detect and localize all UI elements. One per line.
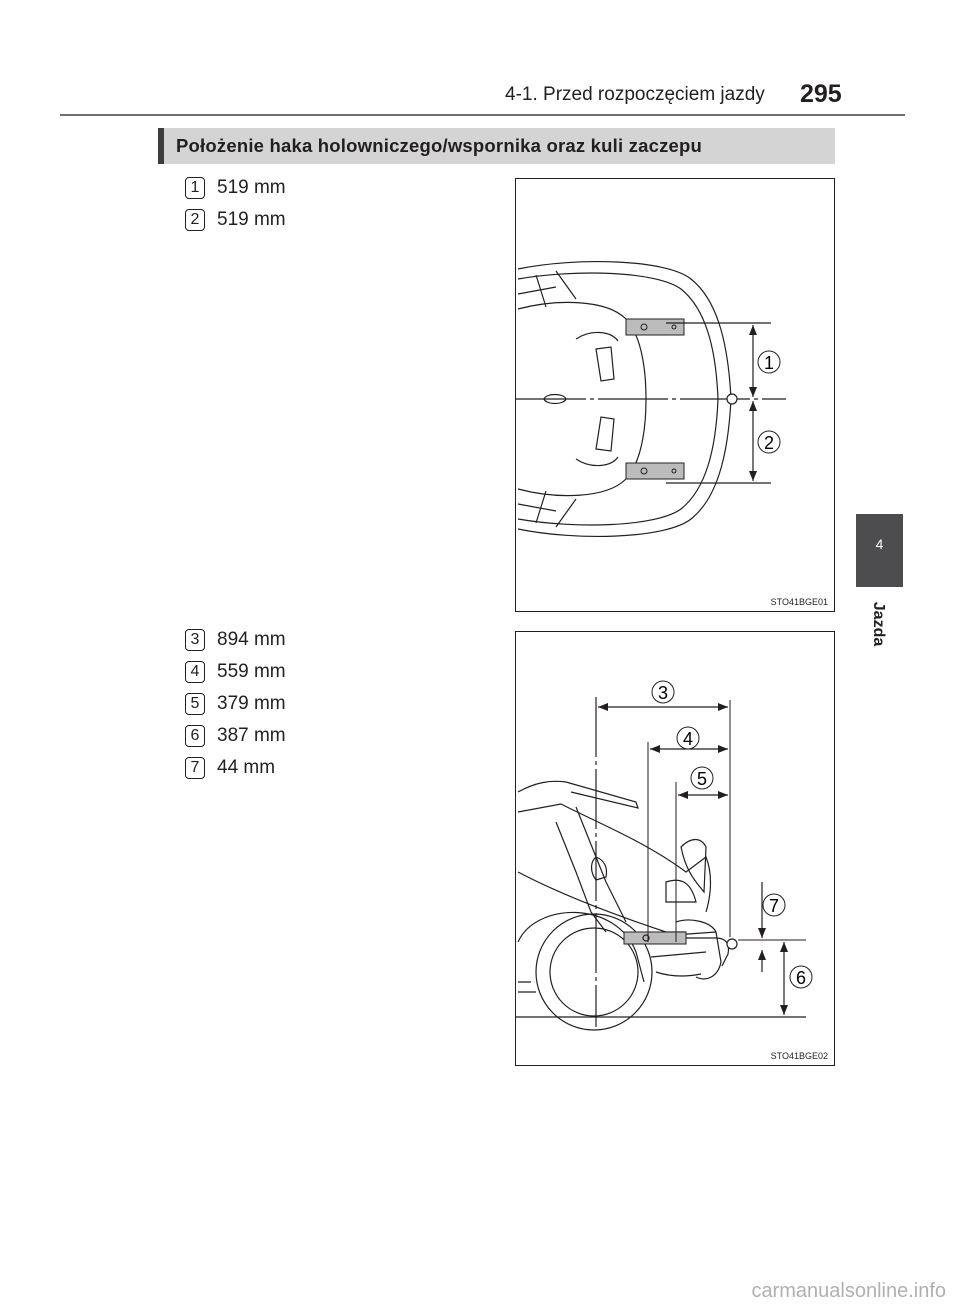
section-heading: Położenie haka holowniczego/wspornika or… <box>158 128 835 164</box>
header-divider <box>60 114 905 116</box>
callout-label: 6 <box>796 968 806 988</box>
car-top-view-drawing: 1 2 <box>516 261 786 537</box>
header-section-title: 4-1. Przed rozpoczęciem jazdy <box>505 84 765 105</box>
watermark-text: carmanualsonline.info <box>751 1280 946 1302</box>
callout-2: 2 <box>757 430 781 454</box>
callout-5: 5 <box>690 766 714 790</box>
item-value: 559 mm <box>217 661 286 682</box>
item-number: 2 <box>185 209 205 231</box>
section-heading-accent <box>158 128 164 164</box>
list-item-2: 2 519 mm <box>185 208 286 232</box>
callout-label: 1 <box>764 353 774 373</box>
list-item-3: 3 894 mm <box>185 628 286 652</box>
callout-4: 4 <box>676 726 700 750</box>
chapter-number: 4 <box>875 536 884 552</box>
callout-label: 7 <box>769 896 779 916</box>
item-value: 519 mm <box>217 209 286 230</box>
chapter-label: Jazda <box>848 594 908 654</box>
figure-code: STO41BGE01 <box>770 597 828 607</box>
list-item-5: 5 379 mm <box>185 692 286 716</box>
list-item-7: 7 44 mm <box>185 756 275 780</box>
item-number: 7 <box>185 757 205 779</box>
section-title: Położenie haka holowniczego/wspornika or… <box>176 135 703 156</box>
list-item-6: 6 387 mm <box>185 724 286 748</box>
callout-6: 6 <box>789 965 813 989</box>
item-number: 1 <box>185 177 205 199</box>
callout-7: 7 <box>762 893 786 917</box>
callout-label: 2 <box>764 433 774 453</box>
figure-top-view: 1 2 STO41BGE01 <box>515 178 835 612</box>
item-value: 519 mm <box>217 177 286 198</box>
figure-code: STO41BGE02 <box>770 1051 828 1061</box>
chapter-label-text: Jazda <box>870 601 887 647</box>
chapter-tab[interactable]: 4 <box>856 514 903 587</box>
page-number: 295 <box>800 80 842 108</box>
item-number: 3 <box>185 629 205 651</box>
callout-label: 5 <box>697 769 707 789</box>
item-value: 894 mm <box>217 629 286 650</box>
car-side-view-drawing: 3 4 5 7 6 <box>516 680 813 1031</box>
callout-3: 3 <box>651 680 675 704</box>
list-item-4: 4 559 mm <box>185 660 286 684</box>
item-value: 379 mm <box>217 693 286 714</box>
list-item-1: 1 519 mm <box>185 176 286 200</box>
callout-label: 4 <box>683 729 693 749</box>
item-number: 6 <box>185 725 205 747</box>
callout-label: 3 <box>658 683 668 703</box>
item-number: 5 <box>185 693 205 715</box>
item-value: 387 mm <box>217 725 286 746</box>
item-number: 4 <box>185 661 205 683</box>
callout-1: 1 <box>757 350 781 374</box>
figure-side-view: 3 4 5 7 6 STO41BGE02 <box>515 631 835 1066</box>
item-value: 44 mm <box>217 757 276 778</box>
